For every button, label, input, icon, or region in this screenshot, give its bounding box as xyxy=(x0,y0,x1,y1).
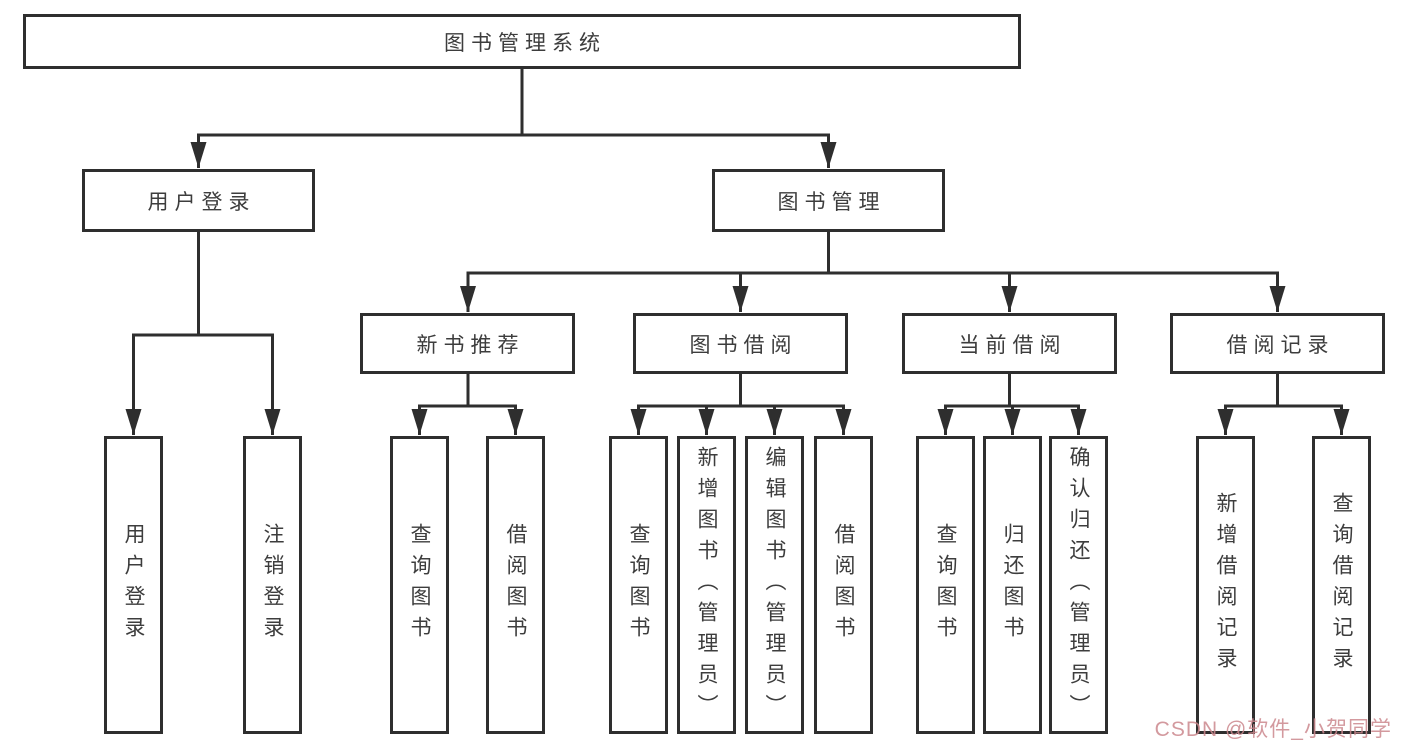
leaf-add-books-admin-label: 新增图书（管理员） xyxy=(695,445,718,725)
node-book-borrowing-label: 图书借阅 xyxy=(689,333,798,357)
node-borrowing-records: 借阅记录 xyxy=(1170,313,1385,374)
leaf-confirm-return-admin-label: 确认归还（管理员） xyxy=(1067,445,1090,725)
leaf-query-borrow-record-label: 查询借阅记录 xyxy=(1330,492,1353,678)
leaf-logout-login: 注销登录 xyxy=(243,436,302,734)
leaf-user-login: 用户登录 xyxy=(104,436,163,734)
node-new-book-recommend: 新书推荐 xyxy=(360,313,575,374)
leaf-add-borrow-record: 新增借阅记录 xyxy=(1196,436,1255,734)
node-library-system: 图书管理系统 xyxy=(23,14,1021,69)
leaf-confirm-return-admin: 确认归还（管理员） xyxy=(1049,436,1108,734)
node-current-borrowing-label: 当前借阅 xyxy=(958,333,1067,357)
leaf-return-books: 归还图书 xyxy=(983,436,1042,734)
leaf-borrow-books-borrowing: 借阅图书 xyxy=(814,436,873,734)
node-book-management-label: 图书管理 xyxy=(777,190,886,214)
leaf-query-borrow-record: 查询借阅记录 xyxy=(1312,436,1371,734)
leaf-logout-login-label: 注销登录 xyxy=(261,523,284,647)
node-book-borrowing: 图书借阅 xyxy=(633,313,848,374)
leaf-query-books-recommend: 查询图书 xyxy=(390,436,449,734)
leaf-return-books-label: 归还图书 xyxy=(1001,523,1024,647)
leaf-query-books-current: 查询图书 xyxy=(916,436,975,734)
leaf-borrow-books-recommend-label: 借阅图书 xyxy=(504,523,527,647)
leaf-edit-books-admin-label: 编辑图书（管理员） xyxy=(763,445,786,725)
leaf-add-books-admin: 新增图书（管理员） xyxy=(677,436,736,734)
leaf-query-books-borrowing-label: 查询图书 xyxy=(627,523,650,647)
node-current-borrowing: 当前借阅 xyxy=(902,313,1117,374)
watermark: CSDN @软件_小贺同学 xyxy=(1154,718,1392,741)
node-book-management: 图书管理 xyxy=(712,169,945,232)
node-borrowing-records-label: 借阅记录 xyxy=(1226,333,1335,357)
leaf-query-books-recommend-label: 查询图书 xyxy=(408,523,431,647)
leaf-add-borrow-record-label: 新增借阅记录 xyxy=(1214,492,1237,678)
node-new-book-recommend-label: 新书推荐 xyxy=(416,333,525,357)
leaf-query-books-current-label: 查询图书 xyxy=(934,523,957,647)
leaf-user-login-label: 用户登录 xyxy=(122,523,145,647)
leaf-query-books-borrowing: 查询图书 xyxy=(609,436,668,734)
node-user-login-label: 用户登录 xyxy=(147,190,256,214)
node-user-login: 用户登录 xyxy=(82,169,315,232)
leaf-edit-books-admin: 编辑图书（管理员） xyxy=(745,436,804,734)
leaf-borrow-books-recommend: 借阅图书 xyxy=(486,436,545,734)
leaf-borrow-books-borrowing-label: 借阅图书 xyxy=(832,523,855,647)
node-library-system-label: 图书管理系统 xyxy=(444,31,606,55)
